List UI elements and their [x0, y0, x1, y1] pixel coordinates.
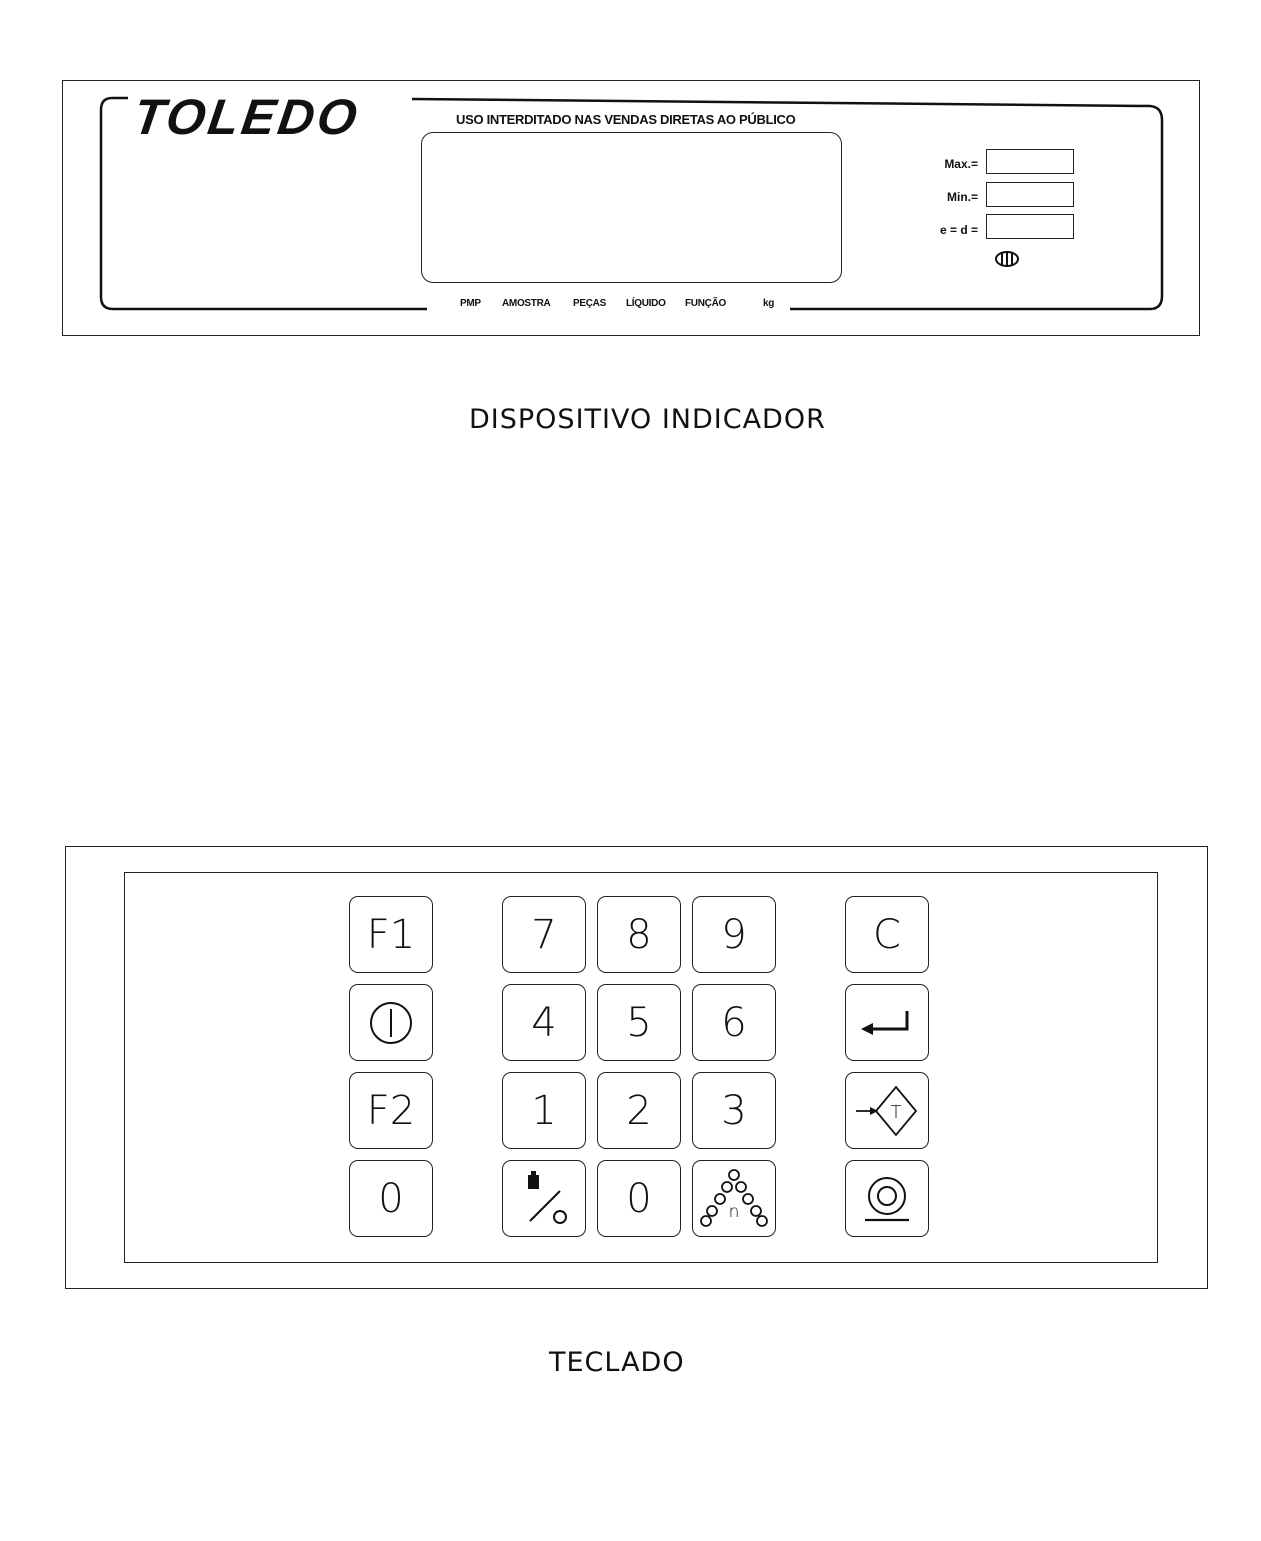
key-2[interactable]: 2 [597, 1072, 681, 1149]
key-7[interactable]: 7 [502, 896, 586, 973]
piece-count-icon: n [700, 1168, 768, 1227]
annunciator-amostra: AMOSTRA [502, 298, 551, 309]
key-6[interactable]: 6 [692, 984, 776, 1061]
brand-logo: TOLEDO [130, 89, 364, 145]
power-icon [370, 1001, 412, 1044]
indicator-frame [99, 96, 1164, 311]
zero-icon [865, 1176, 909, 1221]
annunciator-liquido: LÍQUIDO [626, 298, 666, 309]
keypad-caption: TECLADO [549, 1347, 685, 1378]
weight-percent-icon [528, 1170, 567, 1224]
enter-key[interactable] [845, 984, 929, 1061]
svg-text:n: n [729, 1202, 740, 1222]
min-label: Min.= [946, 190, 978, 204]
key-3[interactable]: 3 [692, 1072, 776, 1149]
keypad-inner-frame [124, 872, 1158, 1263]
power-key[interactable] [349, 984, 433, 1061]
indicator-caption: DISPOSITIVO INDICADOR [469, 404, 826, 435]
e-d-value-box [986, 214, 1074, 239]
f1-key[interactable]: F1 [349, 896, 433, 973]
min-value-box [986, 182, 1074, 207]
tare-key[interactable]: T [845, 1072, 929, 1149]
svg-text:T: T [891, 1102, 902, 1123]
weight-display-screen [421, 132, 842, 283]
annunciator-pecas: PEÇAS [573, 298, 606, 309]
e-d-label: e = d = [939, 223, 978, 237]
max-label: Max.= [944, 157, 978, 171]
zero-left-key[interactable]: 0 [349, 1160, 433, 1237]
key-8[interactable]: 8 [597, 896, 681, 973]
annunciator-funcao: FUNÇÃO [685, 298, 726, 309]
tare-icon: T [856, 1085, 918, 1136]
key-4[interactable]: 4 [502, 984, 586, 1061]
key-9[interactable]: 9 [692, 896, 776, 973]
f2-key[interactable]: F2 [349, 1072, 433, 1149]
enter-arrow-icon [861, 1010, 909, 1035]
key-0[interactable]: 0 [597, 1160, 681, 1237]
annunciator-pmp: PMP [460, 298, 481, 309]
indicator-panel [62, 80, 1200, 336]
annunciator-kg: kg [763, 298, 775, 309]
clear-key[interactable]: C [845, 896, 929, 973]
class-III-ellipse-icon [995, 251, 1019, 267]
keypad-outer-frame [65, 846, 1208, 1289]
key-1[interactable]: 1 [502, 1072, 586, 1149]
key-5[interactable]: 5 [597, 984, 681, 1061]
max-value-box [986, 149, 1074, 174]
weight-percent-key[interactable] [502, 1160, 586, 1237]
warning-label: USO INTERDITADO NAS VENDAS DIRETAS AO PÚ… [456, 112, 796, 127]
piece-count-key[interactable]: n [692, 1160, 776, 1237]
zero-key[interactable] [845, 1160, 929, 1237]
